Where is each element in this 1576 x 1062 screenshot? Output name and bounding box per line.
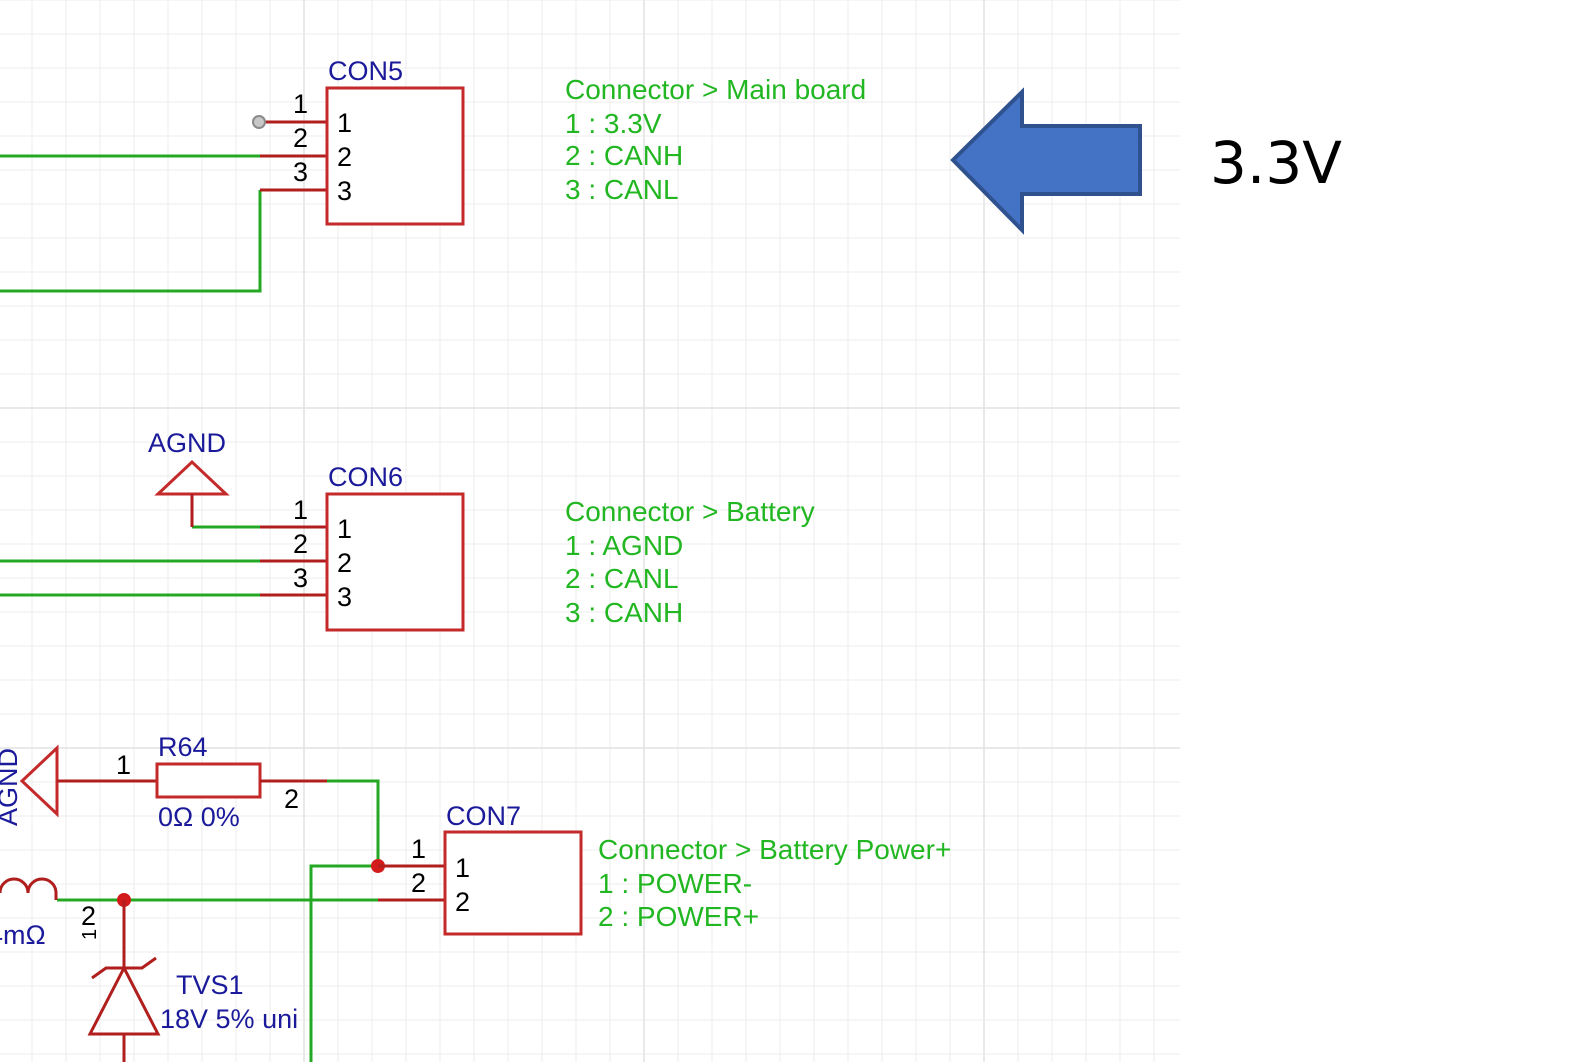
tvs1-value: 18V 5% uni [160,1004,298,1034]
con5-ref: CON5 [328,56,403,86]
left-arrow-icon [950,87,1142,235]
con7-note-line-2: 2 : POWER+ [598,901,759,932]
con5-note-title: Connector > Main board [565,74,866,105]
con6-note-line-3: 3 : CANH [565,597,683,628]
con6-inner-pin-3: 3 [337,582,352,612]
r64-ref: R64 [158,732,208,762]
con5-note-line-2: 2 : CANH [565,140,683,171]
tvs1-pin-1-number: 1 [79,929,101,940]
r64-pin-1-number: 1 [116,750,131,780]
con5-inner-pin-3: 3 [337,176,352,206]
inductor-value: 4mΩ [0,920,46,950]
con7-inner-pin-2: 2 [455,887,470,917]
con6-outer-pin-2: 2 [293,529,308,559]
r64-body [155,762,262,799]
power-section-group: AGND R64 0Ω 0% 1 2 CON7 1 2 1 2 Connecto… [0,732,951,1062]
con7-ref: CON7 [446,801,521,831]
agnd-top-label: AGND [148,428,226,458]
con7-pin-1-net [309,864,412,1062]
con5-note-line-1: 1 : 3.3V [565,108,662,139]
con6-inner-pin-2: 2 [337,548,352,578]
con6-note-line-2: 2 : CANL [565,563,679,594]
con6-note-title: Connector > Battery [565,496,815,527]
con5-wire-3 [0,190,262,293]
r64-value: 0Ω 0% [158,802,240,832]
agnd-side-ground-icon [19,744,59,818]
annotation-label: 3.3V [1210,129,1342,197]
r64-to-con7-wire [327,779,380,866]
inductor-icon [0,877,58,900]
con5-note-line-3: 3 : CANL [565,174,679,205]
con7-outer-pin-1: 1 [411,834,426,864]
r64-pin-2-number: 2 [284,784,299,814]
con6-ref: CON6 [328,462,403,492]
con6-group: AGND CON6 1 2 3 1 2 3 Connector > Batter… [0,428,815,632]
tvs1-pin-2-number: 2 [81,901,96,931]
annotation-group: 3.3V [950,87,1342,235]
con6-note-line-1: 1 : AGND [565,530,683,561]
con6-body [325,492,465,632]
con7-note-line-1: 1 : POWER- [598,868,752,899]
con5-body [325,86,465,226]
agnd-side-label: AGND [0,748,23,826]
con5-inner-pin-2: 2 [337,142,352,172]
tvs1-ref: TVS1 [176,970,244,1000]
con7-note-title: Connector > Battery Power+ [598,834,951,865]
con6-inner-pin-1: 1 [337,514,352,544]
con6-outer-pin-3: 3 [293,563,308,593]
con7-outer-pin-2: 2 [411,868,426,898]
con5-group: CON5 1 2 3 1 2 3 Connector > Main board … [0,56,866,293]
con6-outer-pin-1: 1 [293,495,308,525]
tvs-diode-icon [87,956,161,1062]
con5-outer-pin-3: 3 [293,157,308,187]
con7-body [443,830,583,936]
con7-inner-pin-1: 1 [455,853,470,883]
con5-outer-pin-1: 1 [293,89,308,119]
con5-inner-pin-1: 1 [337,108,352,138]
con5-outer-pin-2: 2 [293,123,308,153]
con5-pin-1-open-end [252,115,266,129]
